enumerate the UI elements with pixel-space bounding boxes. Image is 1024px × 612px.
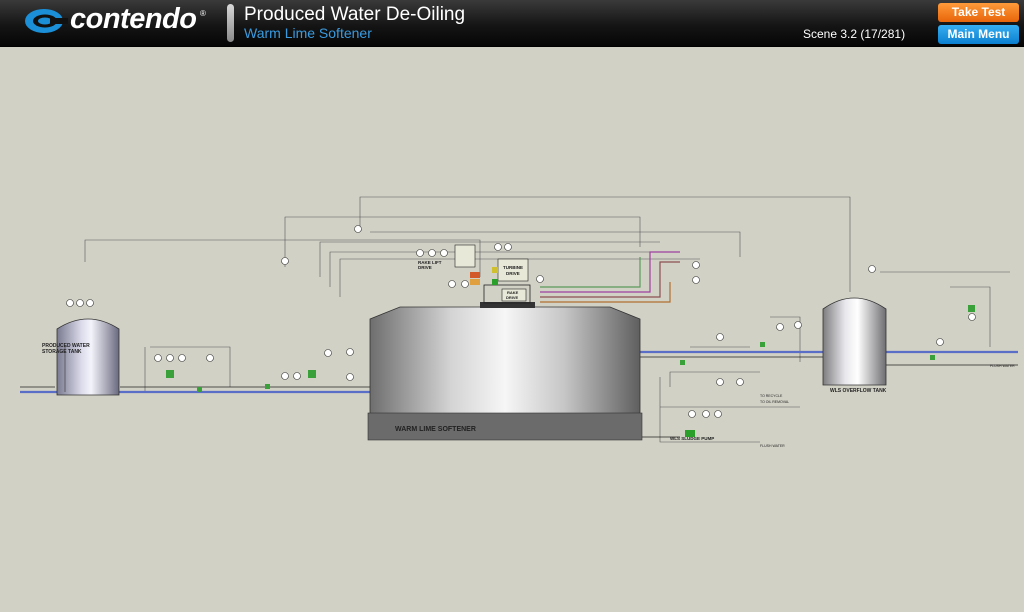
storage-tank-label-2: STORAGE TANK bbox=[42, 349, 82, 355]
overflow-tank-label: WLS OVERFLOW TANK bbox=[830, 388, 887, 394]
to-recycle-label: TO RECYCLE bbox=[760, 394, 783, 398]
to-oil-removal-label: TO OIL REMOVAL bbox=[760, 400, 789, 404]
rake-drive-label-2: DRIVE bbox=[506, 295, 519, 300]
page-title: Produced Water De-Oiling bbox=[244, 4, 466, 25]
turbine-label-2: DRIVE bbox=[506, 271, 520, 276]
header-divider bbox=[227, 4, 234, 42]
rake-lift-label-2: DRIVE bbox=[418, 265, 432, 270]
instrument-bubbles bbox=[66, 225, 976, 418]
sludge-pump-label: WLS SLUDGE PUMP bbox=[670, 436, 714, 441]
wls-overflow-tank: WLS OVERFLOW TANK bbox=[822, 297, 887, 394]
softener-label: WARM LIME SOFTENER bbox=[395, 426, 476, 433]
rake-drive-label-1: RAKE bbox=[507, 290, 519, 295]
logo-wordmark: contendo bbox=[70, 3, 197, 35]
process-diagram: PRODUCED WATER STORAGE TANK WARM LIME SO… bbox=[20, 196, 1018, 448]
produced-water-storage-tank: PRODUCED WATER STORAGE TANK bbox=[42, 318, 120, 396]
top-bar: contendo ® Produced Water De-Oiling Warm… bbox=[0, 0, 1024, 47]
instrument-lines bbox=[84, 196, 1010, 443]
colored-lines bbox=[540, 251, 680, 303]
drive-assembly: RAKE LIFT DRIVE TURBINE DRIVE RAKE DRIVE bbox=[418, 244, 535, 308]
flush-water-label: FLUSH WATER bbox=[760, 444, 785, 448]
sludge-pump-area: WLS SLUDGE PUMP FLUSH WATER FLUSH WATER … bbox=[670, 364, 1015, 448]
main-menu-button[interactable]: Main Menu bbox=[938, 25, 1019, 44]
take-test-button[interactable]: Take Test bbox=[938, 3, 1019, 22]
warm-lime-softener: WARM LIME SOFTENER bbox=[367, 306, 643, 441]
scene-indicator: Scene 3.2 (17/281) bbox=[803, 27, 906, 41]
turbine-label-1: TURBINE bbox=[503, 265, 523, 270]
storage-tank-label-1: PRODUCED WATER bbox=[42, 343, 90, 349]
registered-mark: ® bbox=[200, 9, 206, 18]
flush-water-label-2: FLUSH WATER bbox=[990, 364, 1015, 368]
contendo-swirl-icon bbox=[25, 9, 68, 33]
page-subtitle: Warm Lime Softener bbox=[244, 25, 372, 41]
rake-lift-label-1: RAKE LIFT bbox=[418, 260, 442, 265]
green-valves bbox=[166, 305, 975, 392]
contendo-logo: contendo ® bbox=[24, 3, 214, 38]
